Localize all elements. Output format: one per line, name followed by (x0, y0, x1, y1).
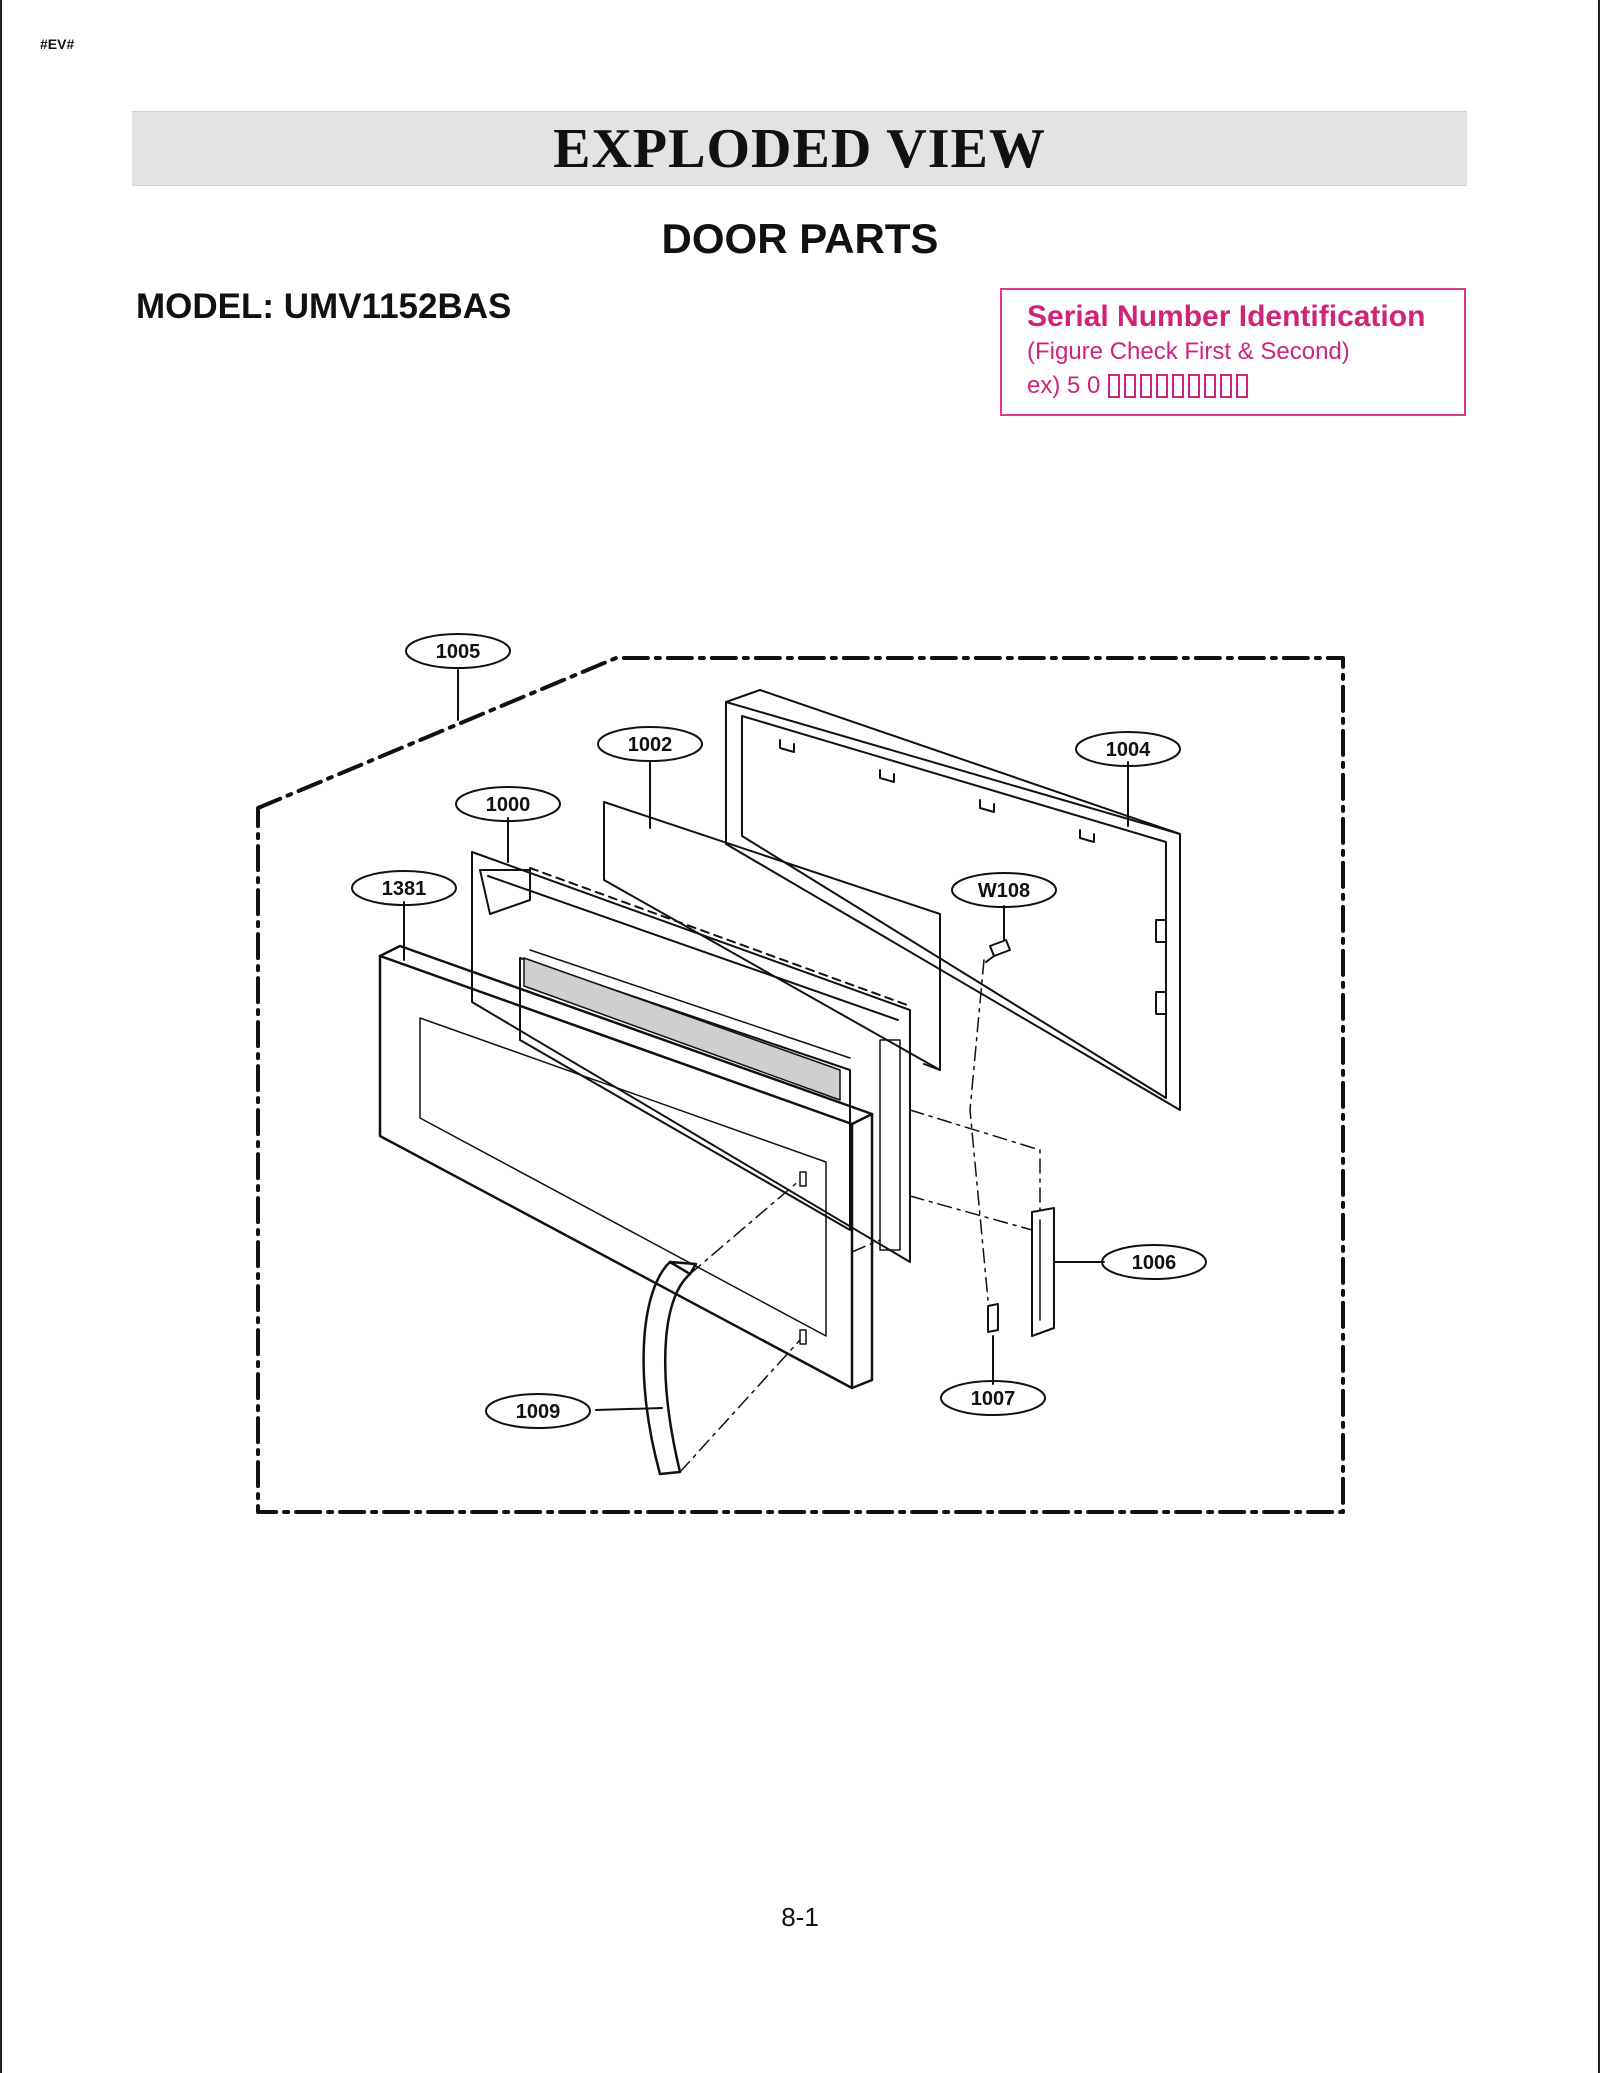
callout-1004 (1075, 731, 1181, 767)
part-1007-spring (987, 1303, 999, 1333)
part-1002-glass-panel (603, 801, 941, 1071)
label-1000: 1000 (486, 794, 531, 816)
model-label: MODEL: UMV1152BAS (136, 287, 512, 326)
page-title: EXPLODED VIEW (553, 117, 1046, 180)
part-1009-handle (642, 1260, 698, 1476)
serial-box-example: ex) 5 0 (1027, 369, 1464, 403)
serial-digit-box (1172, 374, 1185, 398)
serial-digit-box (1156, 374, 1169, 398)
serial-box-subtitle: (Figure Check First & Second) (1027, 338, 1350, 365)
part-1000-door-frame (471, 851, 911, 1263)
door-frame-window (523, 957, 841, 1101)
serial-digit-box (1124, 374, 1137, 398)
assembly-guide-lines (679, 959, 1041, 1473)
serial-digit-box (1204, 374, 1217, 398)
serial-box-title: Serial Number Identification (1027, 300, 1426, 333)
part-1381-outer-door (378, 944, 874, 1390)
title-band: EXPLODED VIEW (132, 111, 1467, 186)
label-1381: 1381 (382, 878, 427, 900)
diagram-boundary (256, 656, 1345, 1514)
serial-digit-box (1236, 374, 1249, 398)
label-1007: 1007 (971, 1388, 1016, 1410)
serial-digit-box (1108, 374, 1121, 398)
callout-w108 (951, 872, 1057, 908)
callout-1007 (940, 1380, 1046, 1416)
callout-1009 (485, 1393, 591, 1429)
label-w108: W108 (978, 880, 1030, 902)
serial-digit-boxes (1108, 374, 1252, 398)
page-border-left (0, 0, 2, 2073)
serial-digit-box (1140, 374, 1153, 398)
callout-1006 (1101, 1244, 1207, 1280)
callout-1002 (597, 726, 703, 762)
document-tag: #EV# (40, 36, 75, 52)
callout-1005 (405, 633, 511, 669)
leader-lines (403, 669, 1129, 1411)
part-w108-screw (985, 939, 1011, 963)
page-border-right (1598, 0, 1600, 2073)
serial-digit-box (1220, 374, 1233, 398)
serial-example-prefix: ex) 5 0 (1027, 372, 1101, 399)
page-number: 8-1 (781, 1902, 819, 1932)
label-1006: 1006 (1132, 1252, 1177, 1274)
serial-digit-box (1188, 374, 1201, 398)
part-1006-latch (1031, 1207, 1055, 1337)
label-1009: 1009 (516, 1401, 561, 1423)
serial-number-box: Serial Number Identification (Figure Che… (1000, 288, 1466, 416)
callout-1381 (351, 870, 457, 906)
label-1005: 1005 (436, 641, 481, 663)
label-1004: 1004 (1106, 739, 1151, 761)
section-subtitle: DOOR PARTS (661, 215, 939, 262)
callout-1000 (455, 786, 561, 822)
part-1004-back-panel (725, 689, 1181, 1111)
label-1002: 1002 (628, 734, 673, 756)
